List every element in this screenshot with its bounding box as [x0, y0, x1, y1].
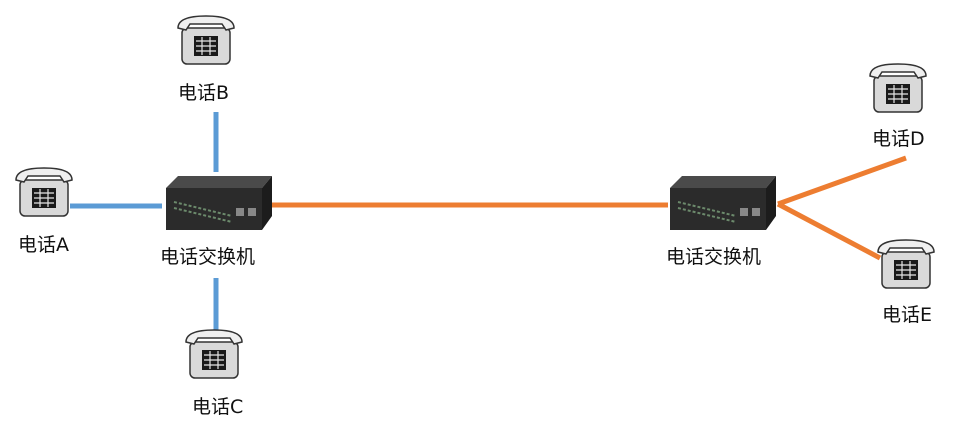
telephone-icon	[869, 63, 927, 113]
switch-right-label: 电话交换机	[666, 246, 762, 268]
phone-a-label: 电话A	[18, 234, 69, 256]
pbx-switch-icon	[670, 176, 776, 230]
phone-e-label: 电话E	[882, 304, 933, 326]
pbx-switch-icon	[166, 176, 272, 230]
link-switch-right-phone-e	[776, 201, 882, 261]
phone-c-label: 电话C	[192, 396, 244, 418]
phone-d-label: 电话D	[872, 128, 925, 150]
switch-left-label: 电话交换机	[160, 246, 256, 268]
telephone-icon	[15, 167, 73, 217]
telephone-icon	[185, 329, 243, 379]
link-switch-right-phone-d	[777, 155, 907, 207]
phone-b-label: 电话B	[178, 82, 230, 104]
telephone-icon	[877, 239, 935, 289]
telephone-icon	[177, 15, 235, 65]
